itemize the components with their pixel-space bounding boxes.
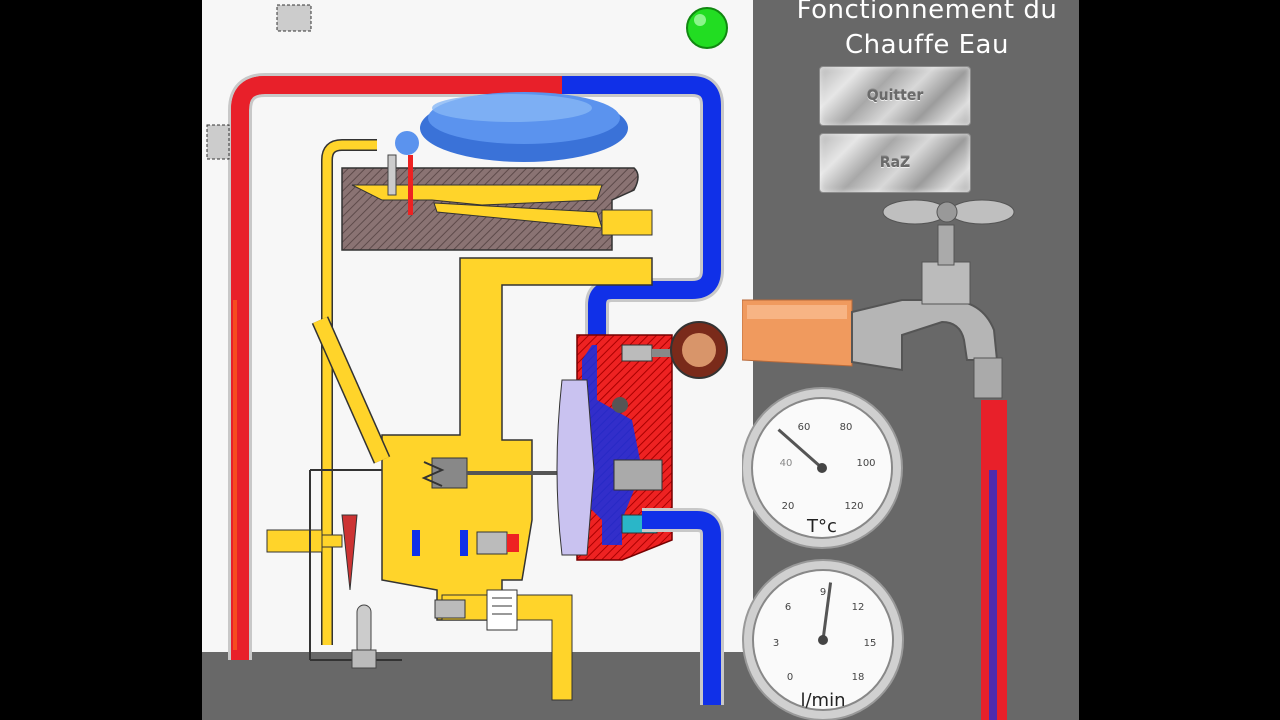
temp-tick-60: 60 [798,422,811,433]
flow-tick-15: 15 [864,638,877,649]
flow-tick-3: 3 [773,638,779,649]
heater-schematic [202,0,753,720]
switch-top [277,5,311,31]
temp-tick-40: 40 [780,458,793,469]
flow-tick-0: 0 [787,672,793,683]
status-light [687,8,727,48]
flow-tick-18: 18 [852,672,865,683]
tap-icon [852,200,1014,398]
water-heater-simulation: Fonctionnement du Chauffe Eau Quitter Ra… [202,0,1079,720]
temp-tick-80: 80 [840,422,853,433]
flame-cluster [420,92,628,162]
switch-left [207,125,229,159]
flow-tick-9: 9 [820,587,826,598]
flow-gauge: 0 3 6 9 12 15 18 l/min [743,560,903,720]
temp-tick-100: 100 [856,458,875,469]
temp-unit-label: T°c [806,516,837,537]
heater-diagram-panel [202,0,753,652]
temp-tick-120: 120 [844,501,863,512]
temp-tick-20: 20 [782,501,795,512]
temperature-gauge: 20 40 60 80 100 120 T°c [742,388,902,548]
flow-unit-label: l/min [800,690,845,711]
right-instruments: 20 40 60 80 100 120 T°c 0 3 6 9 12 15 18… [742,0,1079,720]
flow-tick-6: 6 [785,602,791,613]
flow-tick-12: 12 [852,602,865,613]
